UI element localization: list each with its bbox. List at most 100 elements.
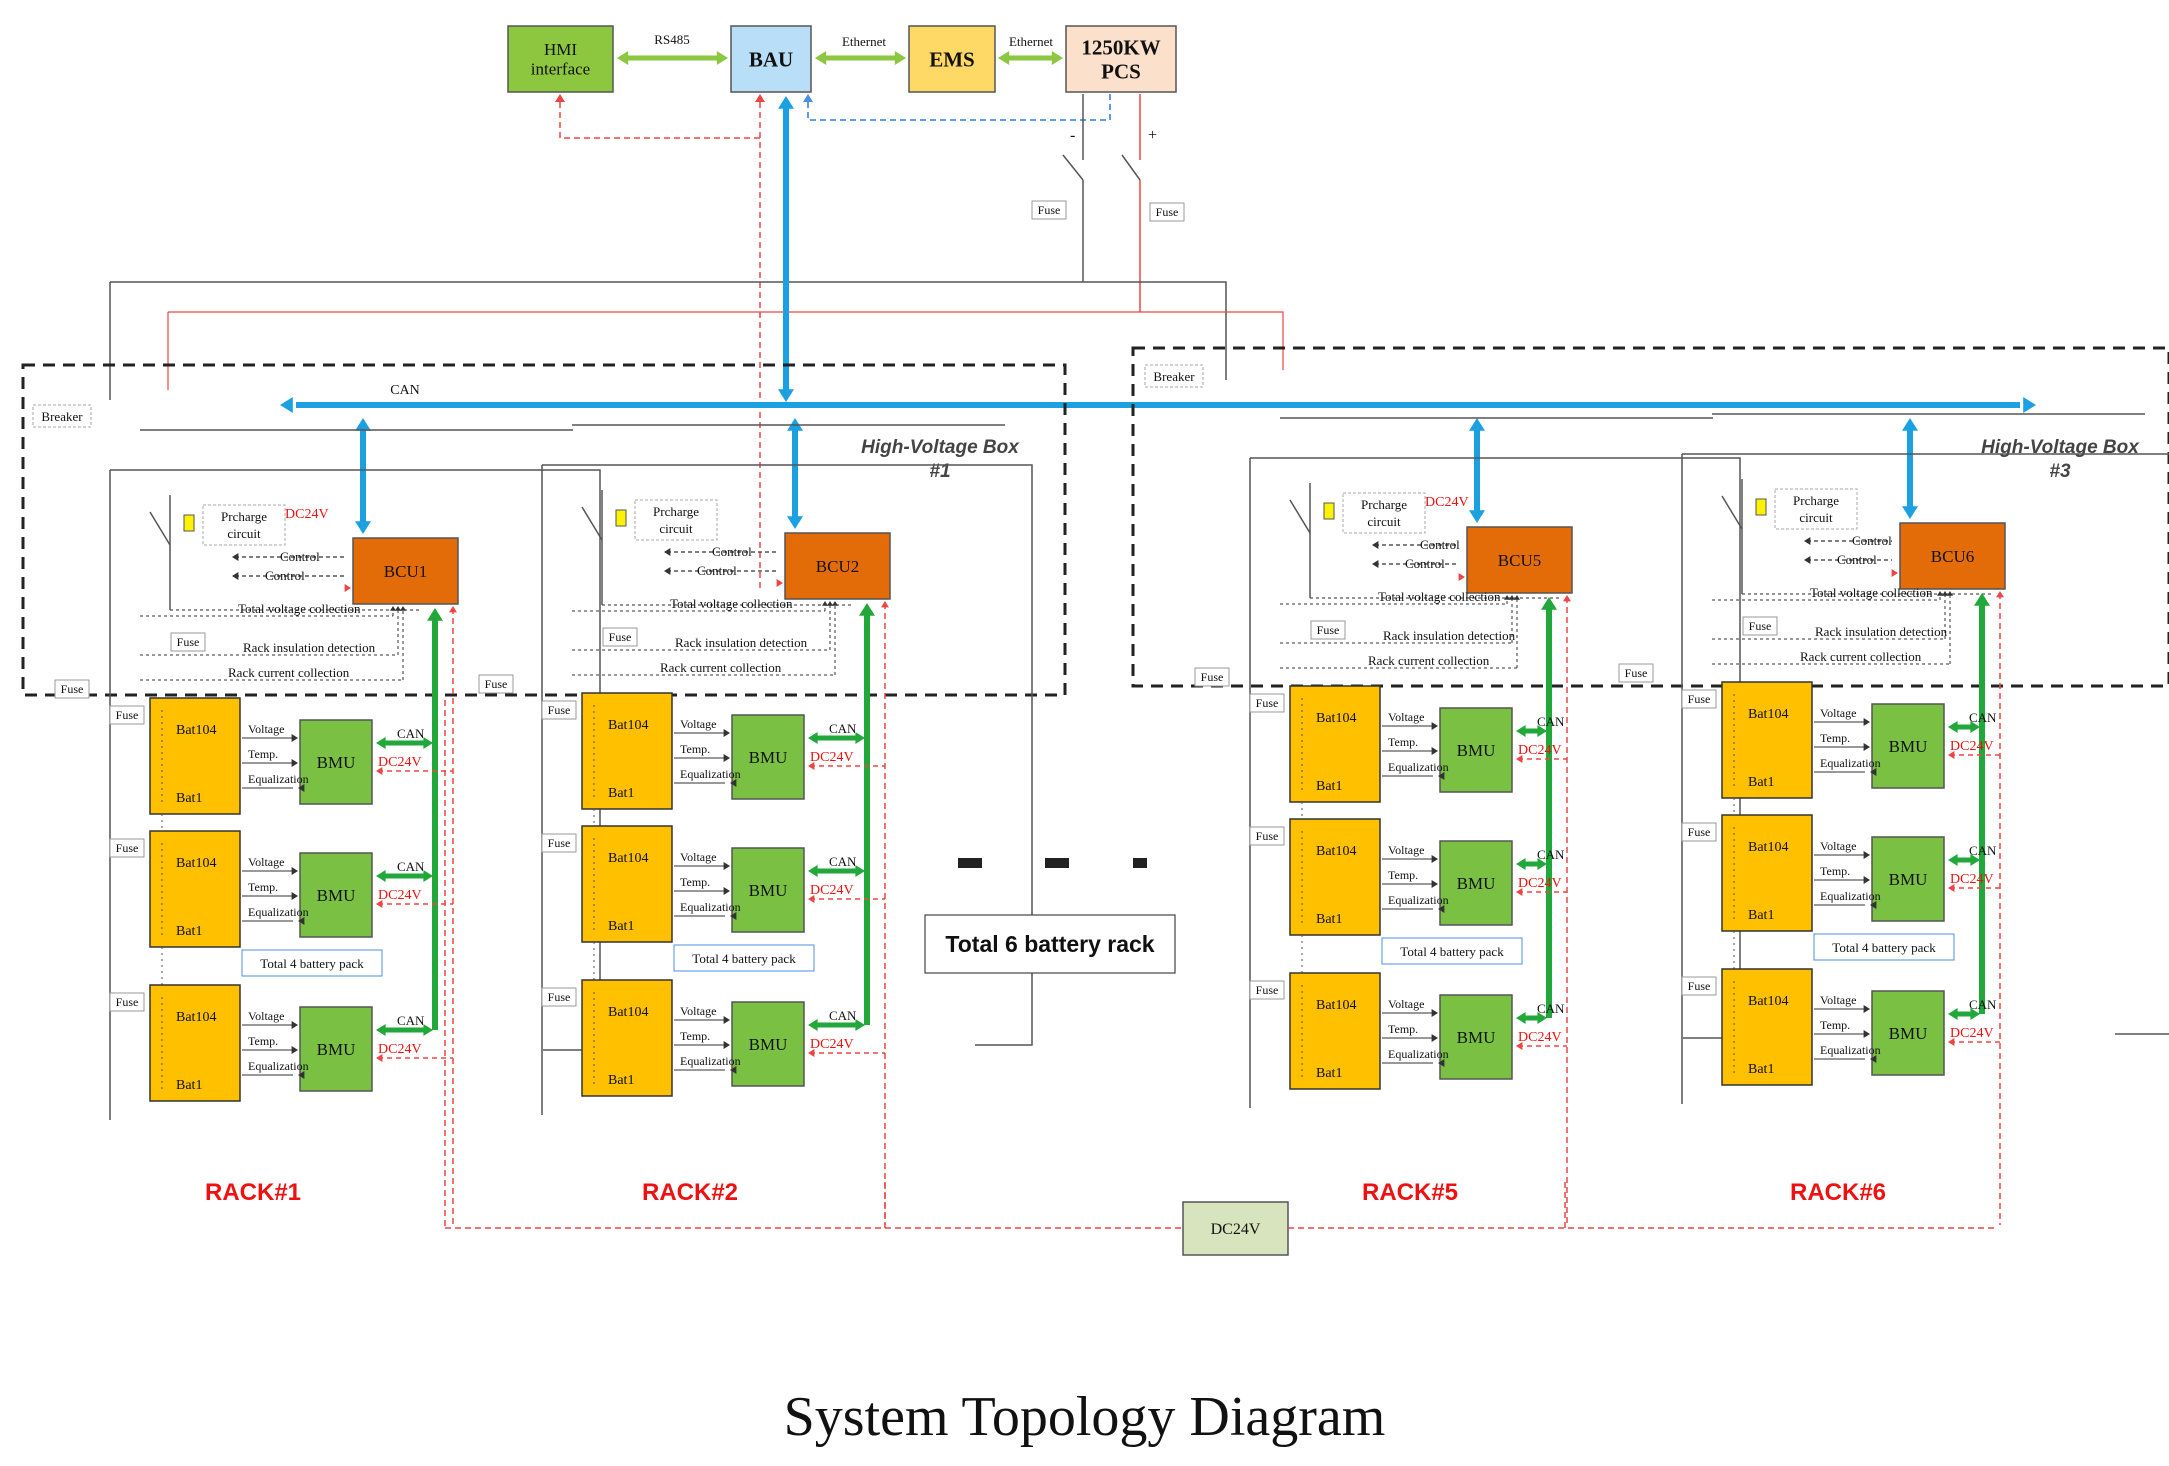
rack-1-precharge-label: Prcharge bbox=[221, 509, 267, 524]
rack-2-pack-2-dc24v-arrow bbox=[808, 895, 815, 903]
rack-2-precharge-label: Prcharge bbox=[653, 504, 699, 519]
rack-1-pack-total-label: Total 4 battery pack bbox=[260, 956, 364, 971]
ellipsis-dash-2 bbox=[1045, 858, 1069, 868]
rack-2-pack-1-battery bbox=[581, 692, 673, 810]
rack-2-name-label: RACK#2 bbox=[642, 1179, 738, 1206]
rack-1-pack-1-bmu-can-link-head-left bbox=[376, 737, 386, 749]
rack-2-pack-3-signal-label-3: Equalization bbox=[680, 1054, 741, 1068]
rack-3-pack-1-signal-label-2: Temp. bbox=[1388, 735, 1418, 749]
rack-3-pack-1-signal-arrow-1 bbox=[1431, 722, 1438, 730]
rack-3-pack-3-signal-arrow-2 bbox=[1431, 1034, 1438, 1042]
rack-1-pack-2-bat-bottom-label: Bat1 bbox=[176, 924, 202, 939]
rack-4-name-label: RACK#6 bbox=[1790, 1179, 1886, 1206]
rack-1-pack-1-dc24v-arrow bbox=[376, 767, 383, 775]
rack-1-pack-total-box bbox=[241, 949, 383, 977]
rs485-link-head-left bbox=[617, 51, 629, 65]
rack-4-pack-2-signal-arrow-2 bbox=[1863, 876, 1870, 884]
rack-4-pack-3-bmu bbox=[1871, 990, 1945, 1076]
rack-1-pack-3-can-label: CAN bbox=[397, 1013, 425, 1028]
rack-2-pack-2-bmu-can-link-head-right bbox=[855, 865, 865, 877]
bau-ems-link-head-right bbox=[894, 51, 906, 65]
rack-4-pack-3-battery bbox=[1721, 968, 1813, 1086]
rack-1-pack-1-can-label: CAN bbox=[397, 726, 425, 741]
rack-4-sense-label-1: Total voltage collection bbox=[1810, 585, 1933, 600]
pcs-fuse-negative-label: Fuse bbox=[1038, 203, 1061, 217]
rack-2-pack-2-bmu-label: BMU bbox=[749, 881, 788, 900]
rack-1-pack-3-signal-arrow-3 bbox=[298, 1071, 305, 1079]
pcs-fuse-positive bbox=[1149, 202, 1185, 222]
rack-4-pack-2-fuse-label: Fuse bbox=[1688, 825, 1711, 839]
rack-2-pack-3-bmu-can-link-head-right bbox=[855, 1019, 865, 1031]
rack-2-pack-1-dc24v-arrow bbox=[808, 762, 815, 770]
rack-3-pack-1-fuse bbox=[1249, 693, 1285, 713]
rack-1-bcu-can-link-head-down bbox=[355, 521, 371, 534]
rack-1-control-label-2: Control bbox=[265, 568, 305, 583]
rack-1-bcu-power-arrow bbox=[344, 584, 351, 592]
rack-4-pack-2-bat-top-label: Bat104 bbox=[1748, 840, 1788, 855]
rack-1-precharge-relay bbox=[183, 514, 195, 532]
rack-2-pack-1-signal-label-3: Equalization bbox=[680, 767, 741, 781]
rack-1-pack-1-fuse bbox=[109, 705, 145, 725]
rack-1-pack-1-signal-label-1: Voltage bbox=[248, 722, 284, 736]
can-bus-right-arrow bbox=[2023, 397, 2036, 413]
hv-box-2-breaker-label: Breaker bbox=[1153, 369, 1195, 384]
rack-1-pack-2-signal-arrow-3 bbox=[298, 917, 305, 925]
rack-2-pack-1-signal-arrow-2 bbox=[723, 754, 730, 762]
rack-1-main-fuse bbox=[54, 679, 90, 699]
rack-4-pack-3-signal-arrow-1 bbox=[1863, 1005, 1870, 1013]
rack-3-main-fuse bbox=[1194, 667, 1230, 687]
rack-4-hv-positive-wire bbox=[1682, 453, 2169, 1035]
rack-4-main-fuse-label: Fuse bbox=[1625, 666, 1648, 680]
rack-4-dc24v-feed-arrow bbox=[1996, 591, 2004, 598]
rs485-label: RS485 bbox=[654, 32, 689, 47]
rack-4-pack-total-box bbox=[1813, 933, 1955, 961]
rack-2-pack-2-signal-label-1: Voltage bbox=[680, 850, 716, 864]
bau-box bbox=[730, 25, 812, 93]
rack-3-pack-1-signal-label-3: Equalization bbox=[1388, 760, 1449, 774]
rack-3-control-arrow-2 bbox=[1372, 560, 1379, 568]
rack-2-control-label-2: Control bbox=[697, 563, 737, 578]
rack-4-pack-1-signal-arrow-2 bbox=[1863, 743, 1870, 751]
rs485-link-head-right bbox=[716, 51, 728, 65]
rack-3-pack-3-bmu bbox=[1439, 994, 1513, 1080]
rack-3-pack-3-bmu-label: BMU bbox=[1457, 1028, 1496, 1047]
rack-1-pack-2-can-label: CAN bbox=[397, 859, 425, 874]
rack-4-pack-3-can-label: CAN bbox=[1969, 997, 1997, 1012]
rack-3-pack-3-dc24v-label: DC24V bbox=[1518, 1030, 1562, 1045]
rack-4-pack-1-signal-label-1: Voltage bbox=[1820, 706, 1856, 720]
pcs-fuse-positive-label: Fuse bbox=[1156, 205, 1179, 219]
rack-2-contactor-switch bbox=[581, 506, 603, 541]
rack-2-bcu bbox=[784, 532, 891, 600]
rack-4-pack-3-bmu-label: BMU bbox=[1889, 1024, 1928, 1043]
rack-1-pack-1-bat-top-label: Bat104 bbox=[176, 723, 216, 738]
rack-3-pack-3-fuse-label: Fuse bbox=[1256, 983, 1279, 997]
rack-2-pack-3-dc24v-label: DC24V bbox=[810, 1037, 854, 1052]
rack-4-sense-label-2: Rack insulation detection bbox=[1815, 624, 1948, 639]
rack-3-bcu bbox=[1466, 526, 1573, 594]
rack-2-pack-1-bat-top-label: Bat104 bbox=[608, 718, 648, 733]
rack-1-pack-1-signal-arrow-1 bbox=[291, 734, 298, 742]
rack-4-pack-2-bat-bottom-label: Bat1 bbox=[1748, 908, 1774, 923]
rack-2-main-fuse-label: Fuse bbox=[485, 677, 508, 691]
rack-4-pack-1-bmu-can-link-head-left bbox=[1948, 721, 1958, 733]
rack-2-pack-1-fuse bbox=[541, 700, 577, 720]
rack-2-pack-3-bmu bbox=[731, 1001, 805, 1087]
bau-ems-ethernet-label: Ethernet bbox=[842, 34, 886, 49]
rack-1-pack-3-bat-bottom-label: Bat1 bbox=[176, 1078, 202, 1093]
rack-3-bmu-can-trunk-arrow bbox=[1541, 597, 1557, 610]
rack-1-pack-2-fuse bbox=[109, 838, 145, 858]
rack-3-pack-3-can-label: CAN bbox=[1537, 1001, 1565, 1016]
rack-3-pack-1-signal-arrow-3 bbox=[1438, 772, 1445, 780]
rack-1-bcu bbox=[352, 537, 459, 605]
rack-4-pack-2-can-label: CAN bbox=[1969, 843, 1997, 858]
rack-3-pack-2-signal-arrow-3 bbox=[1438, 905, 1445, 913]
rack-2-sense-arrow-3 bbox=[832, 601, 838, 606]
rack-1-pack-3-bmu bbox=[299, 1006, 373, 1092]
rack-3-pack-2-bmu bbox=[1439, 840, 1513, 926]
rack-4-pack-1-battery bbox=[1721, 681, 1813, 799]
rack-3-pack-2-bat-bottom-label: Bat1 bbox=[1316, 912, 1342, 927]
rack-3-pack-3-dc24v-arrow bbox=[1516, 1042, 1523, 1050]
rack-1-dc24v-feed-arrow bbox=[449, 606, 457, 613]
rack-1-pack-1-battery bbox=[149, 697, 241, 815]
hv-box-1-breaker-label: Breaker bbox=[41, 409, 83, 424]
